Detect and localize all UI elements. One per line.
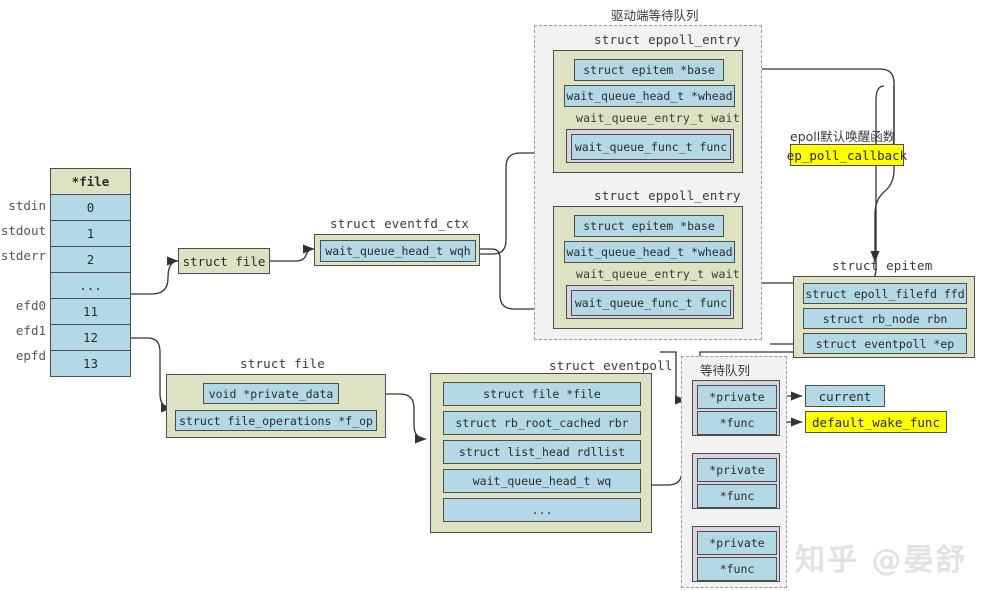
- wait-queue-entry-3: *private *func: [692, 526, 780, 582]
- struct-file-top-box: struct file: [178, 248, 270, 274]
- fd-label-epfd: epfd: [15, 348, 46, 363]
- struct-file-field-f-op: struct file_operations *f_op: [175, 410, 377, 431]
- eventpoll-field-wq: wait_queue_head_t wq: [443, 469, 641, 493]
- fd-cell-epfd: 13: [50, 351, 131, 377]
- ep-poll-callback-box: ep_poll_callback: [787, 144, 907, 166]
- eventpoll-title: struct eventpoll: [549, 358, 673, 373]
- fd-cell-efd0: 11: [50, 299, 131, 325]
- wait-queue-entry-2-func: *func: [697, 484, 777, 508]
- current-box: current: [805, 385, 885, 407]
- struct-file-field-private-data: void *private_data: [203, 383, 339, 404]
- wait-queue-entry-3-func: *func: [697, 557, 777, 581]
- eppoll-entry-2-field-whead: wait_queue_head_t *whead: [564, 241, 735, 263]
- eventpoll-field-file: struct file *file: [443, 382, 641, 406]
- eventfd-ctx-box: wait_queue_head_t wqh: [314, 234, 480, 266]
- fd-label-stderr: stderr: [0, 248, 46, 263]
- fd-table-header: *file: [50, 168, 131, 195]
- fd-table: *file 0 1 2 ... 11 12 13: [50, 168, 131, 377]
- eventfd-ctx-title: struct eventfd_ctx: [330, 216, 470, 231]
- eppoll-entry-2-field-func: wait_queue_func_t func: [571, 290, 731, 316]
- eppoll-entry-2-title: struct eppoll_entry: [594, 188, 741, 203]
- eppoll-entry-2-box: struct epitem *base wait_queue_head_t *w…: [553, 206, 743, 329]
- fd-label-stdout: stdout: [0, 223, 46, 238]
- callback-caption: epoll默认唤醒函数: [790, 129, 896, 144]
- wait-queue-entry-1-private: *private: [697, 385, 777, 409]
- eventpoll-box: struct file *file struct rb_root_cached …: [430, 373, 652, 533]
- fd-cell-stderr: 2: [50, 247, 131, 273]
- fd-label-efd0: efd0: [15, 298, 46, 313]
- eventpoll-field-rdllist: struct list_head rdllist: [443, 440, 641, 464]
- fd-label-stdin: stdin: [8, 198, 46, 213]
- eppoll-entry-2-wait-wrapper: wait_queue_func_t func: [566, 285, 734, 319]
- watermark: 知乎 @晏舒: [795, 543, 968, 578]
- eppoll-entry-1-subtitle: wait_queue_entry_t wait: [576, 111, 740, 125]
- eppoll-entry-1-wait-wrapper: wait_queue_func_t func: [566, 129, 734, 163]
- eppoll-entry-1-field-func: wait_queue_func_t func: [571, 134, 731, 160]
- wait-queue-entry-3-private: *private: [697, 531, 777, 555]
- driver-wait-queue-title: 驱动端等待队列: [611, 8, 699, 23]
- eventfd-ctx-field-wqh: wait_queue_head_t wqh: [320, 240, 476, 262]
- eppoll-entry-1-field-whead: wait_queue_head_t *whead: [564, 85, 735, 107]
- fd-cell-efd1: 12: [50, 325, 131, 351]
- epitem-field-ep: struct eventpoll *ep: [803, 333, 967, 354]
- eppoll-entry-1-title: struct eppoll_entry: [594, 32, 741, 47]
- fd-cell-stdout: 1: [50, 221, 131, 247]
- eppoll-entry-1-field-base: struct epitem *base: [574, 59, 724, 81]
- wait-queue-entry-2-private: *private: [697, 458, 777, 482]
- eventpoll-field-ellipsis: ...: [443, 498, 641, 522]
- fd-cell-ellipsis: ...: [50, 273, 131, 299]
- eppoll-entry-2-subtitle: wait_queue_entry_t wait: [576, 267, 740, 281]
- wait-queue-entry-2: *private *func: [692, 453, 780, 509]
- eppoll-entry-1-box: struct epitem *base wait_queue_head_t *w…: [553, 50, 743, 173]
- epitem-field-rbn: struct rb_node rbn: [803, 308, 967, 329]
- eppoll-entry-2-field-base: struct epitem *base: [574, 215, 724, 237]
- epitem-field-ffd: struct epoll_filefd ffd: [803, 283, 967, 304]
- wait-queue-title: 等待队列: [700, 363, 751, 378]
- wait-queue-entry-1: *private *func: [692, 380, 780, 436]
- epitem-box: struct epoll_filefd ffd struct rb_node r…: [793, 276, 975, 358]
- default-wake-func-box: default_wake_func: [805, 411, 947, 433]
- eventpoll-field-rbr: struct rb_root_cached rbr: [443, 411, 641, 435]
- epitem-title: struct epitem: [832, 258, 933, 273]
- fd-label-efd1: efd1: [15, 323, 46, 338]
- struct-file-bottom-box: void *private_data struct file_operation…: [166, 374, 386, 438]
- fd-cell-stdin: 0: [50, 195, 131, 221]
- wait-queue-entry-1-func: *func: [697, 411, 777, 435]
- struct-file-bottom-title: struct file: [240, 356, 325, 371]
